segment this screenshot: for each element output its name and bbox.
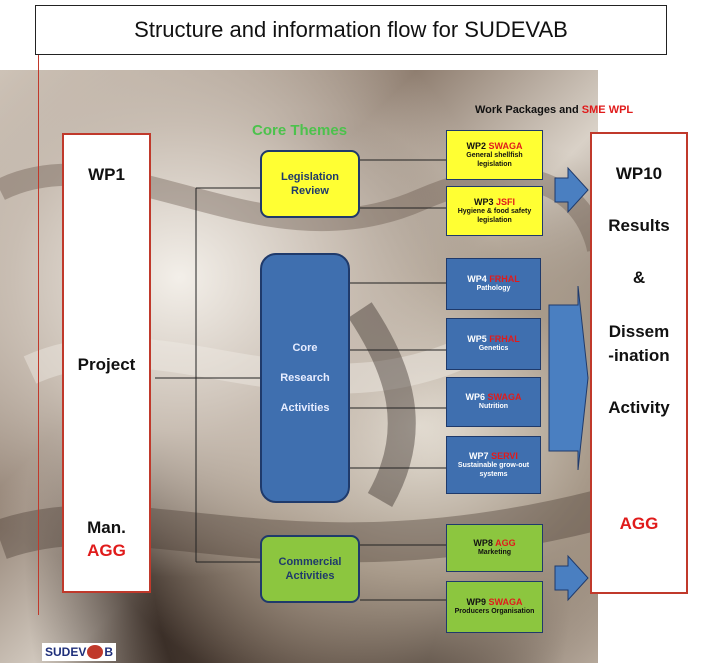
wp10-activity-label: Activity	[608, 398, 670, 417]
wp9-id: WP9	[466, 597, 486, 607]
wp8-lead: AGG	[495, 538, 516, 548]
theme-legislation-review: Legislation Review	[260, 150, 360, 218]
wp6-desc: Nutrition	[478, 403, 509, 411]
wp2-id: WP2	[466, 140, 486, 151]
theme-research-line3: Activities	[280, 402, 330, 415]
wp3-lead: JSFI	[496, 196, 516, 207]
work-packages-header: Work Packages and SME WPL	[475, 104, 634, 116]
arrow-commercial	[554, 554, 589, 602]
wp9-desc: Producers Organisation	[454, 608, 535, 616]
theme-legislation-line2: Review	[291, 185, 329, 197]
wp4-id: WP4	[467, 274, 487, 284]
arrow-legislation	[554, 166, 589, 214]
wp6-lead: SWAGA	[487, 392, 522, 402]
wp5-desc: Genetics	[478, 345, 509, 353]
wp1-lead-label: AGG	[87, 541, 126, 560]
wp7-id: WP7	[469, 450, 489, 461]
wp9-box: WP9 SWAGA Producers Organisation	[446, 581, 543, 633]
theme-commercial-line1: Commercial	[278, 555, 342, 568]
wp3-id: WP3	[473, 196, 494, 207]
wp7-desc: Sustainable grow-out systems	[457, 461, 530, 478]
wp2-box: WP2 SWAGA General shellfish legislation	[446, 130, 543, 180]
logo-text-right: B	[104, 645, 114, 659]
wp1-label: WP1	[88, 165, 125, 184]
core-themes-label: Core Themes	[252, 122, 348, 139]
wp3-desc: Hygiene & food safety legislation	[457, 207, 532, 224]
wp2-lead: SWAGA	[488, 140, 523, 151]
wp6-box: WP6 SWAGA Nutrition	[446, 377, 541, 427]
wp5-lead: FRHAL	[489, 334, 520, 344]
theme-commercial-line2: Activities	[285, 570, 335, 582]
wp4-desc: Pathology	[476, 285, 511, 293]
wp7-lead: SERVI	[491, 450, 518, 461]
wp5-box: WP5 FRHAL Genetics	[446, 318, 541, 370]
wp8-id: WP8	[473, 538, 493, 548]
wp1-man-label: Man.	[87, 518, 126, 537]
wp9-lead: SWAGA	[488, 597, 523, 607]
wp3-box: WP3 JSFI Hygiene & food safety legislati…	[446, 186, 543, 236]
logo-oyster-icon	[87, 645, 104, 659]
wp2-desc: General shellfish legislation	[466, 151, 523, 168]
wp10-dissem-label: Dissem	[608, 322, 670, 341]
wp7-box: WP7 SERVI Sustainable grow-out systems	[446, 436, 541, 494]
wp10-results-box: WP10 Results & Dissem -ination Activity …	[590, 132, 688, 594]
arrow-research	[548, 285, 589, 471]
wp10-label: WP10	[615, 164, 663, 183]
theme-research-line1: Core	[292, 341, 318, 354]
wp1-project-label: Project	[77, 355, 136, 374]
theme-commercial-activities: Commercial Activities	[260, 535, 360, 603]
wp6-id: WP6	[465, 392, 485, 402]
wp10-ination-label: -ination	[608, 346, 670, 365]
theme-legislation-line1: Legislation	[280, 170, 340, 183]
sudevab-logo: SUDEV B	[42, 643, 117, 661]
logo-text-left: SUDEV	[45, 645, 87, 659]
wp5-id: WP5	[467, 334, 487, 344]
wp1-project-management-box: WP1 Project Man. AGG	[62, 133, 151, 593]
wp10-results-label: Results	[608, 216, 670, 235]
wp4-box: WP4 FRHAL Pathology	[446, 258, 541, 310]
wp8-desc: Marketing	[477, 549, 512, 557]
theme-core-research-activities: Core Research Activities	[260, 253, 350, 503]
wp10-amp-label: &	[632, 268, 646, 287]
theme-research-line2: Research	[280, 371, 330, 384]
frame-line	[38, 55, 39, 615]
wp10-lead-label: AGG	[619, 514, 659, 533]
wp8-box: WP8 AGG Marketing	[446, 524, 543, 572]
diagram-title: Structure and information flow for SUDEV…	[35, 5, 667, 55]
wp4-lead: FRHAL	[489, 274, 520, 284]
